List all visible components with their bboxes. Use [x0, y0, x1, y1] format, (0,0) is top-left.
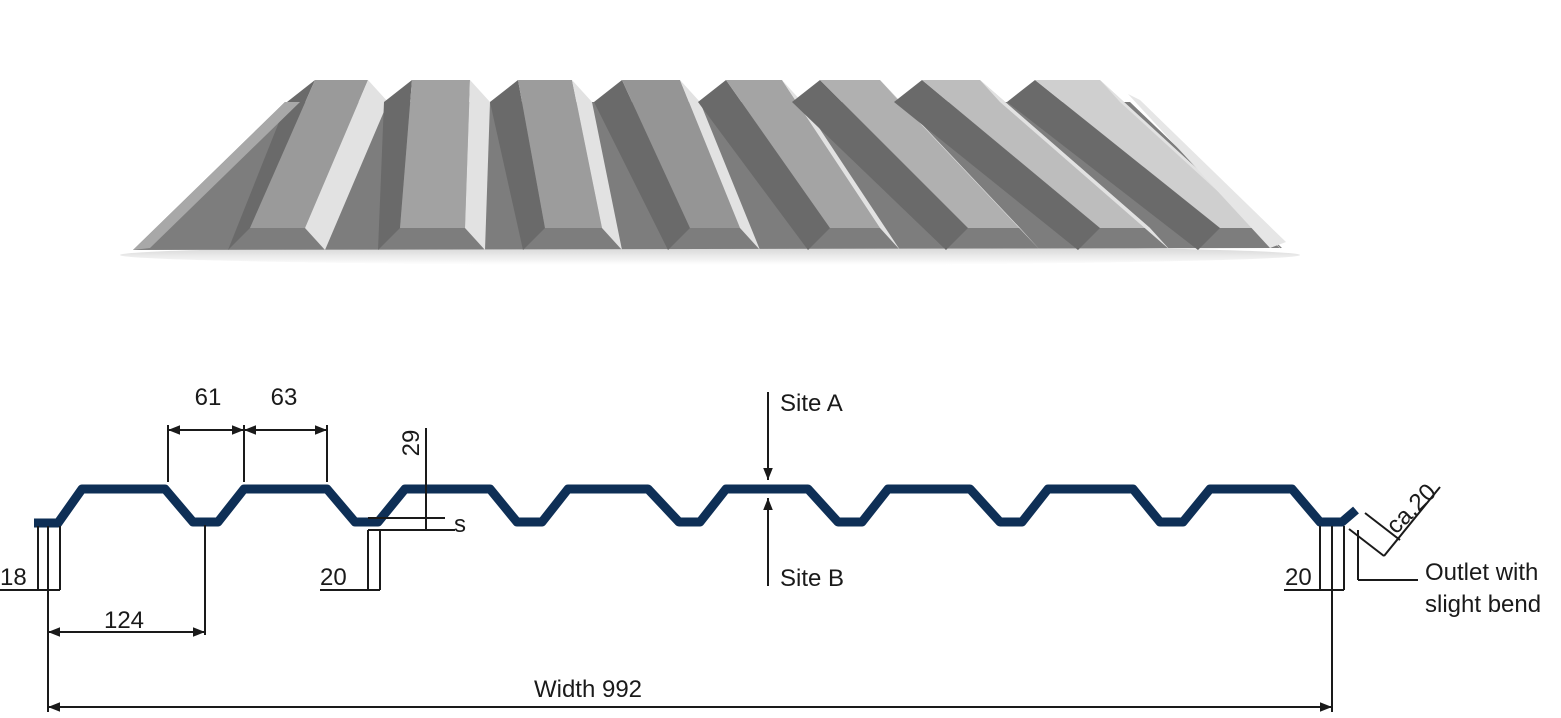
- width-label: Width 992: [534, 676, 642, 703]
- rib-left-slope: [698, 80, 830, 250]
- dimension-labels: 61 63 29 s 18 20 124 20 Width 992 ca.20 …: [0, 384, 1541, 703]
- trough-mid-label: 20: [320, 564, 347, 591]
- rib-top-label: 61: [195, 384, 222, 411]
- rib-left-slope: [490, 80, 545, 250]
- rib-top-face: [250, 80, 368, 228]
- edge-left-label: 18: [0, 564, 27, 591]
- rib-left-slope: [894, 80, 1100, 250]
- rib-top-face: [1035, 80, 1262, 228]
- rib-left-slope: [792, 80, 968, 250]
- outlet-note-line1: Outlet with: [1425, 559, 1538, 586]
- metal-sheet-illustration: [120, 80, 1300, 265]
- rib-right-slope: [680, 80, 760, 250]
- dimension-lines: [0, 392, 1441, 712]
- outlet-note-line2: slight bend: [1425, 591, 1541, 618]
- rib-right-slope: [782, 80, 900, 250]
- rib-top-face: [820, 80, 1020, 228]
- rib-left-slope: [378, 80, 412, 250]
- sheet-left-lip: [133, 102, 300, 250]
- thickness-label: s: [454, 511, 466, 538]
- site-b-label: Site B: [780, 565, 844, 592]
- sheet-right-lip: [1128, 94, 1286, 248]
- rib-left-slope: [228, 80, 315, 250]
- sheet-shadow: [120, 245, 1300, 265]
- rib-left-slope: [1007, 80, 1220, 250]
- rib-gap-label: 63: [271, 384, 298, 411]
- rib-top-face: [400, 80, 470, 228]
- rib-right-slope: [465, 80, 490, 250]
- rib-top-face: [922, 80, 1150, 228]
- rib-right-slope: [980, 80, 1170, 250]
- rib-left-slope: [594, 80, 690, 250]
- rib-right-slope: [572, 80, 622, 250]
- pitch-label: 124: [104, 607, 144, 634]
- trough-right-label: 20: [1285, 564, 1312, 591]
- rib-top-face: [622, 80, 740, 228]
- rib-top-face: [518, 80, 602, 228]
- rib-right-slope: [305, 80, 388, 250]
- site-a-label: Site A: [780, 390, 843, 417]
- outlet-dimension-label: ca.20: [1381, 479, 1442, 540]
- rib-top-face: [726, 80, 880, 228]
- height-label: 29: [398, 430, 425, 457]
- sheet-profile-section: [34, 484, 1359, 528]
